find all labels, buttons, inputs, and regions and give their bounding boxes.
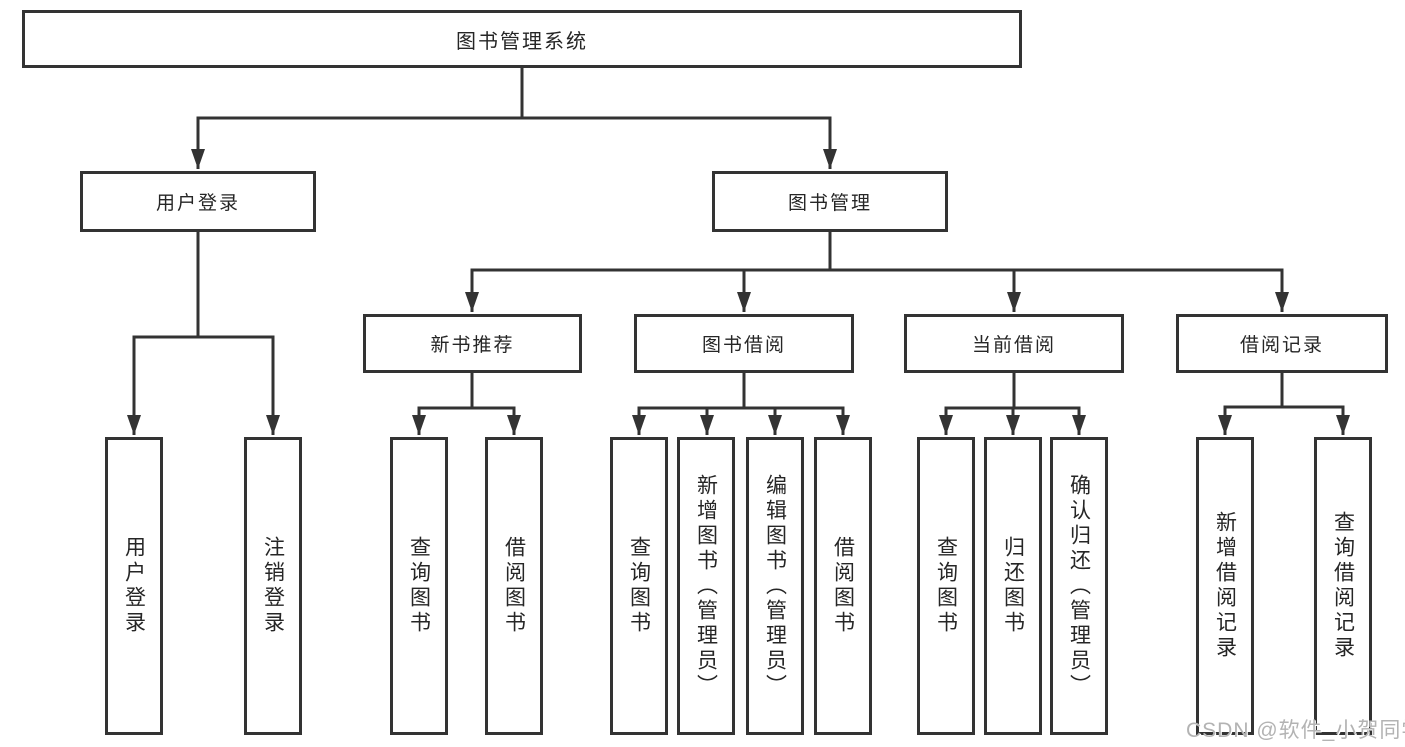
- leaf-record-add: 新增借阅记录: [1196, 437, 1254, 735]
- leaf-borrow-edit-admin: 编辑图书（管理员）: [746, 437, 804, 735]
- node-label: 新增图书（管理员）: [694, 473, 718, 699]
- node-label: 借阅图书: [831, 536, 855, 636]
- leaf-newbook-query: 查询图书: [390, 437, 448, 735]
- node-label: 图书借阅: [701, 335, 786, 356]
- node-label: 借阅图书: [502, 536, 526, 636]
- node-label: 用户登录: [122, 536, 146, 636]
- node-book-management: 图书管理: [712, 171, 948, 232]
- node-library-system: 图书管理系统: [22, 10, 1022, 68]
- node-label: 编辑图书（管理员）: [763, 473, 787, 699]
- node-borrow-record: 借阅记录: [1176, 314, 1388, 373]
- node-label: 图书管理: [787, 193, 872, 214]
- node-label: 图书管理系统: [456, 30, 588, 53]
- leaf-current-confirm-admin: 确认归还（管理员）: [1050, 437, 1108, 735]
- node-label: 归还图书: [1001, 536, 1025, 636]
- node-label: 查询图书: [407, 536, 431, 636]
- node-label: 查询图书: [627, 536, 651, 636]
- csdn-watermark: CSDN @软件_小贺同学: [1186, 719, 1405, 742]
- node-label: 注销登录: [261, 536, 285, 636]
- leaf-borrow-borrow: 借阅图书: [814, 437, 872, 735]
- node-label: 查询借阅记录: [1331, 511, 1355, 661]
- leaf-current-return: 归还图书: [984, 437, 1042, 735]
- leaf-borrow-query: 查询图书: [610, 437, 668, 735]
- leaf-logout: 注销登录: [244, 437, 302, 735]
- node-label: 确认归还（管理员）: [1067, 473, 1091, 699]
- leaf-current-query: 查询图书: [917, 437, 975, 735]
- leaf-newbook-borrow: 借阅图书: [485, 437, 543, 735]
- leaf-record-query: 查询借阅记录: [1314, 437, 1372, 735]
- node-label: 新增借阅记录: [1213, 511, 1237, 661]
- node-label: 当前借阅: [971, 335, 1056, 356]
- node-label: 借阅记录: [1239, 335, 1324, 356]
- node-user-login: 用户登录: [80, 171, 316, 232]
- node-current-borrow: 当前借阅: [904, 314, 1124, 373]
- leaf-borrow-add-admin: 新增图书（管理员）: [677, 437, 735, 735]
- node-label: 用户登录: [155, 193, 240, 214]
- node-book-borrow: 图书借阅: [634, 314, 854, 373]
- node-label: 查询图书: [934, 536, 958, 636]
- leaf-user-login: 用户登录: [105, 437, 163, 735]
- node-new-book-recommend: 新书推荐: [363, 314, 582, 373]
- node-label: 新书推荐: [430, 335, 515, 356]
